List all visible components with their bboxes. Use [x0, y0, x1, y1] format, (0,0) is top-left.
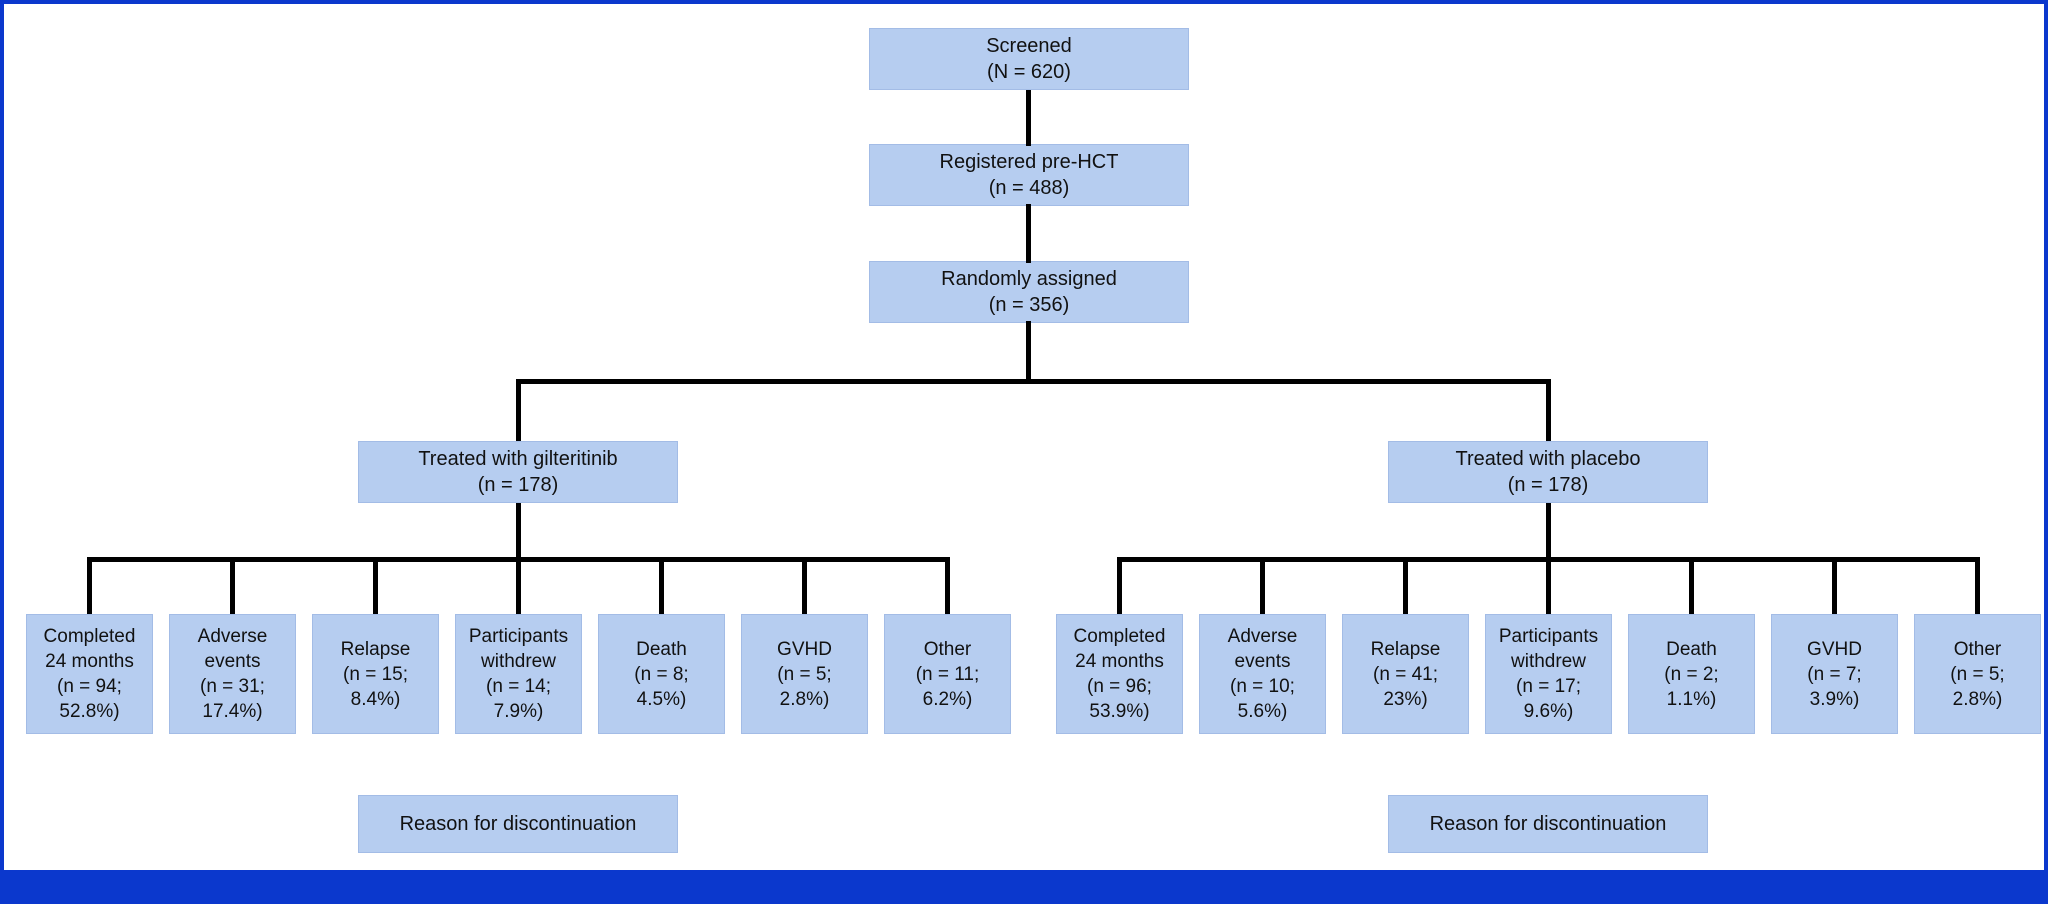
outcome-box-gilteritinib-other: Other (n = 11; 6.2%)	[884, 614, 1011, 734]
connector-line	[1026, 321, 1031, 381]
connector-line	[1117, 557, 1980, 562]
bottom-accent-bar	[4, 870, 2044, 900]
outcome-box-placebo-other: Other (n = 5; 2.8%)	[1914, 614, 2041, 734]
reason-for-discontinuation-right: Reason for discontinuation	[1388, 795, 1708, 853]
connector-line	[1260, 560, 1265, 614]
connector-line	[87, 560, 92, 614]
outcome-box-placebo-adverse-events: Adverse events (n = 10; 5.6%)	[1199, 614, 1326, 734]
connector-line	[945, 560, 950, 614]
outcome-box-placebo-withdrew: Participants withdrew (n = 17; 9.6%)	[1485, 614, 1612, 734]
connector-line	[87, 557, 950, 562]
connector-line	[1117, 560, 1122, 614]
reason-for-discontinuation-left: Reason for discontinuation	[358, 795, 678, 853]
connector-line	[1689, 560, 1694, 614]
connector-line	[516, 560, 521, 614]
connector-line	[1832, 560, 1837, 614]
connector-line	[1975, 560, 1980, 614]
connector-line	[659, 560, 664, 614]
outcome-box-gilteritinib-withdrew: Participants withdrew (n = 14; 7.9%)	[455, 614, 582, 734]
outcome-box-gilteritinib-completed: Completed 24 months (n = 94; 52.8%)	[26, 614, 153, 734]
outcome-box-gilteritinib-relapse: Relapse (n = 15; 8.4%)	[312, 614, 439, 734]
outcome-box-placebo-death: Death (n = 2; 1.1%)	[1628, 614, 1755, 734]
outcome-box-placebo-completed: Completed 24 months (n = 96; 53.9%)	[1056, 614, 1183, 734]
outcome-box-placebo-relapse: Relapse (n = 41; 23%)	[1342, 614, 1469, 734]
connector-line	[516, 381, 521, 441]
connector-line	[516, 503, 521, 560]
registered-pre-hct-box: Registered pre-HCT (n = 488)	[869, 144, 1189, 206]
randomly-assigned-box: Randomly assigned (n = 356)	[869, 261, 1189, 323]
placebo-arm-box: Treated with placebo (n = 178)	[1388, 441, 1708, 503]
connector-line	[1546, 503, 1551, 560]
outcome-box-gilteritinib-gvhd: GVHD (n = 5; 2.8%)	[741, 614, 868, 734]
connector-line	[230, 560, 235, 614]
connector-line	[1546, 381, 1551, 441]
connector-line	[516, 379, 1551, 384]
outcome-box-gilteritinib-death: Death (n = 8; 4.5%)	[598, 614, 725, 734]
connector-line	[373, 560, 378, 614]
outcome-box-placebo-gvhd: GVHD (n = 7; 3.9%)	[1771, 614, 1898, 734]
connector-line	[802, 560, 807, 614]
connector-line	[1026, 204, 1031, 263]
gilteritinib-arm-box: Treated with gilteritinib (n = 178)	[358, 441, 678, 503]
outcome-box-gilteritinib-adverse-events: Adverse events (n = 31; 17.4%)	[169, 614, 296, 734]
connector-line	[1403, 560, 1408, 614]
screened-box: Screened (N = 620)	[869, 28, 1189, 90]
connector-line	[1026, 90, 1031, 146]
connector-line	[1546, 560, 1551, 614]
